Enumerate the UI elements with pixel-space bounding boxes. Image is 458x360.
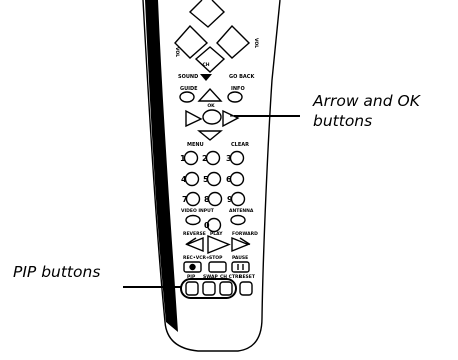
guide-label: GUIDE: [180, 86, 198, 92]
stop-button[interactable]: [208, 261, 227, 273]
ch-ctrl-label: CH CTRL: [220, 274, 241, 280]
rec-vcr-button[interactable]: [183, 261, 202, 273]
play-icon[interactable]: [207, 234, 231, 255]
go-back-label: GO BACK: [229, 74, 255, 80]
digit-2-button[interactable]: [205, 150, 221, 166]
digit-3-label: 3: [226, 154, 232, 163]
digit-8-button[interactable]: [207, 191, 223, 207]
digit-0-label: 0: [204, 221, 210, 230]
info-button[interactable]: [227, 91, 243, 103]
left-arrow-icon[interactable]: [185, 109, 203, 128]
forward-label: FORWARD: [232, 231, 258, 237]
digit-1-label: 1: [180, 154, 186, 163]
ch-up-button[interactable]: [188, 0, 226, 28]
up-arrow-icon[interactable]: [197, 87, 223, 102]
digit-3-button[interactable]: [229, 150, 245, 166]
clear-label: CLEAR: [231, 142, 249, 148]
pause-button[interactable]: [231, 261, 250, 273]
vol-down-button[interactable]: [174, 24, 209, 59]
reverse-icon[interactable]: [185, 236, 204, 253]
vol-label-right: VOL: [253, 38, 259, 48]
antenna-label: ANTENNA: [229, 208, 254, 214]
arrow-ok-callout-line2: buttons: [313, 112, 373, 130]
digit-0-button[interactable]: [206, 217, 222, 233]
ch-down-button[interactable]: [194, 46, 226, 73]
digit-4-button[interactable]: [184, 171, 200, 187]
digit-7-label: 7: [182, 195, 188, 204]
number-pad: [183, 150, 246, 233]
digit-5-button[interactable]: [206, 171, 222, 187]
record-icon: [189, 263, 196, 271]
pip-group-outline: [180, 278, 237, 299]
swap-button[interactable]: [202, 281, 216, 296]
forward-icon[interactable]: [231, 236, 251, 253]
digit-1-button[interactable]: [183, 150, 199, 166]
down-arrow-icon[interactable]: [197, 130, 223, 141]
antenna-button[interactable]: [230, 214, 246, 226]
pause-label: PAUSE: [232, 255, 248, 261]
digit-6-label: 6: [226, 175, 232, 184]
ch-ctrl-button[interactable]: [219, 281, 233, 296]
digit-5-label: 5: [203, 175, 209, 184]
sound-label: SOUND: [178, 74, 198, 80]
rec-vcr-label: REC•VCR+: [183, 255, 210, 261]
reset-label: RESET: [239, 274, 256, 280]
guide-button[interactable]: [179, 91, 195, 103]
vol-ch-cluster: [174, 0, 251, 73]
ok-oval-icon[interactable]: [202, 109, 222, 125]
right-arrow-icon[interactable]: [222, 109, 240, 128]
vol-label-left: VOL: [174, 47, 180, 57]
pip-button[interactable]: [185, 281, 199, 296]
remote-body: [142, 0, 281, 352]
digit-6-button[interactable]: [229, 171, 245, 187]
arrow-ok-callout: Arrow and OK buttons: [313, 91, 458, 131]
arrow-ok-callout-line1: Arrow and OK: [313, 92, 420, 110]
video-input-button[interactable]: [185, 214, 201, 226]
pip-label: PIP: [187, 274, 196, 280]
vol-up-button[interactable]: [216, 24, 251, 59]
digit-9-button[interactable]: [230, 191, 246, 207]
swap-label: SWAP: [203, 274, 218, 280]
digit-4-label: 4: [181, 175, 187, 184]
ch-label: CH: [202, 62, 209, 68]
ok-label: OK: [207, 103, 215, 109]
play-label: PLAY: [210, 231, 223, 237]
video-input-label: VIDEO INPUT: [181, 208, 215, 214]
menu-label: MENU: [187, 142, 204, 148]
digit-2-label: 2: [202, 154, 208, 163]
digit-7-button[interactable]: [185, 191, 201, 207]
stop-label: STOP: [209, 255, 223, 261]
remote-shadow-edge: [145, 0, 178, 332]
pip-callout: PIP buttons: [13, 263, 101, 281]
digit-9-label: 9: [227, 195, 233, 204]
reverse-label: REVERSE: [183, 231, 206, 237]
mute-icon[interactable]: [200, 74, 212, 81]
digit-8-label: 8: [204, 195, 210, 204]
info-label: INFO: [231, 86, 245, 92]
reset-button[interactable]: [239, 281, 253, 296]
